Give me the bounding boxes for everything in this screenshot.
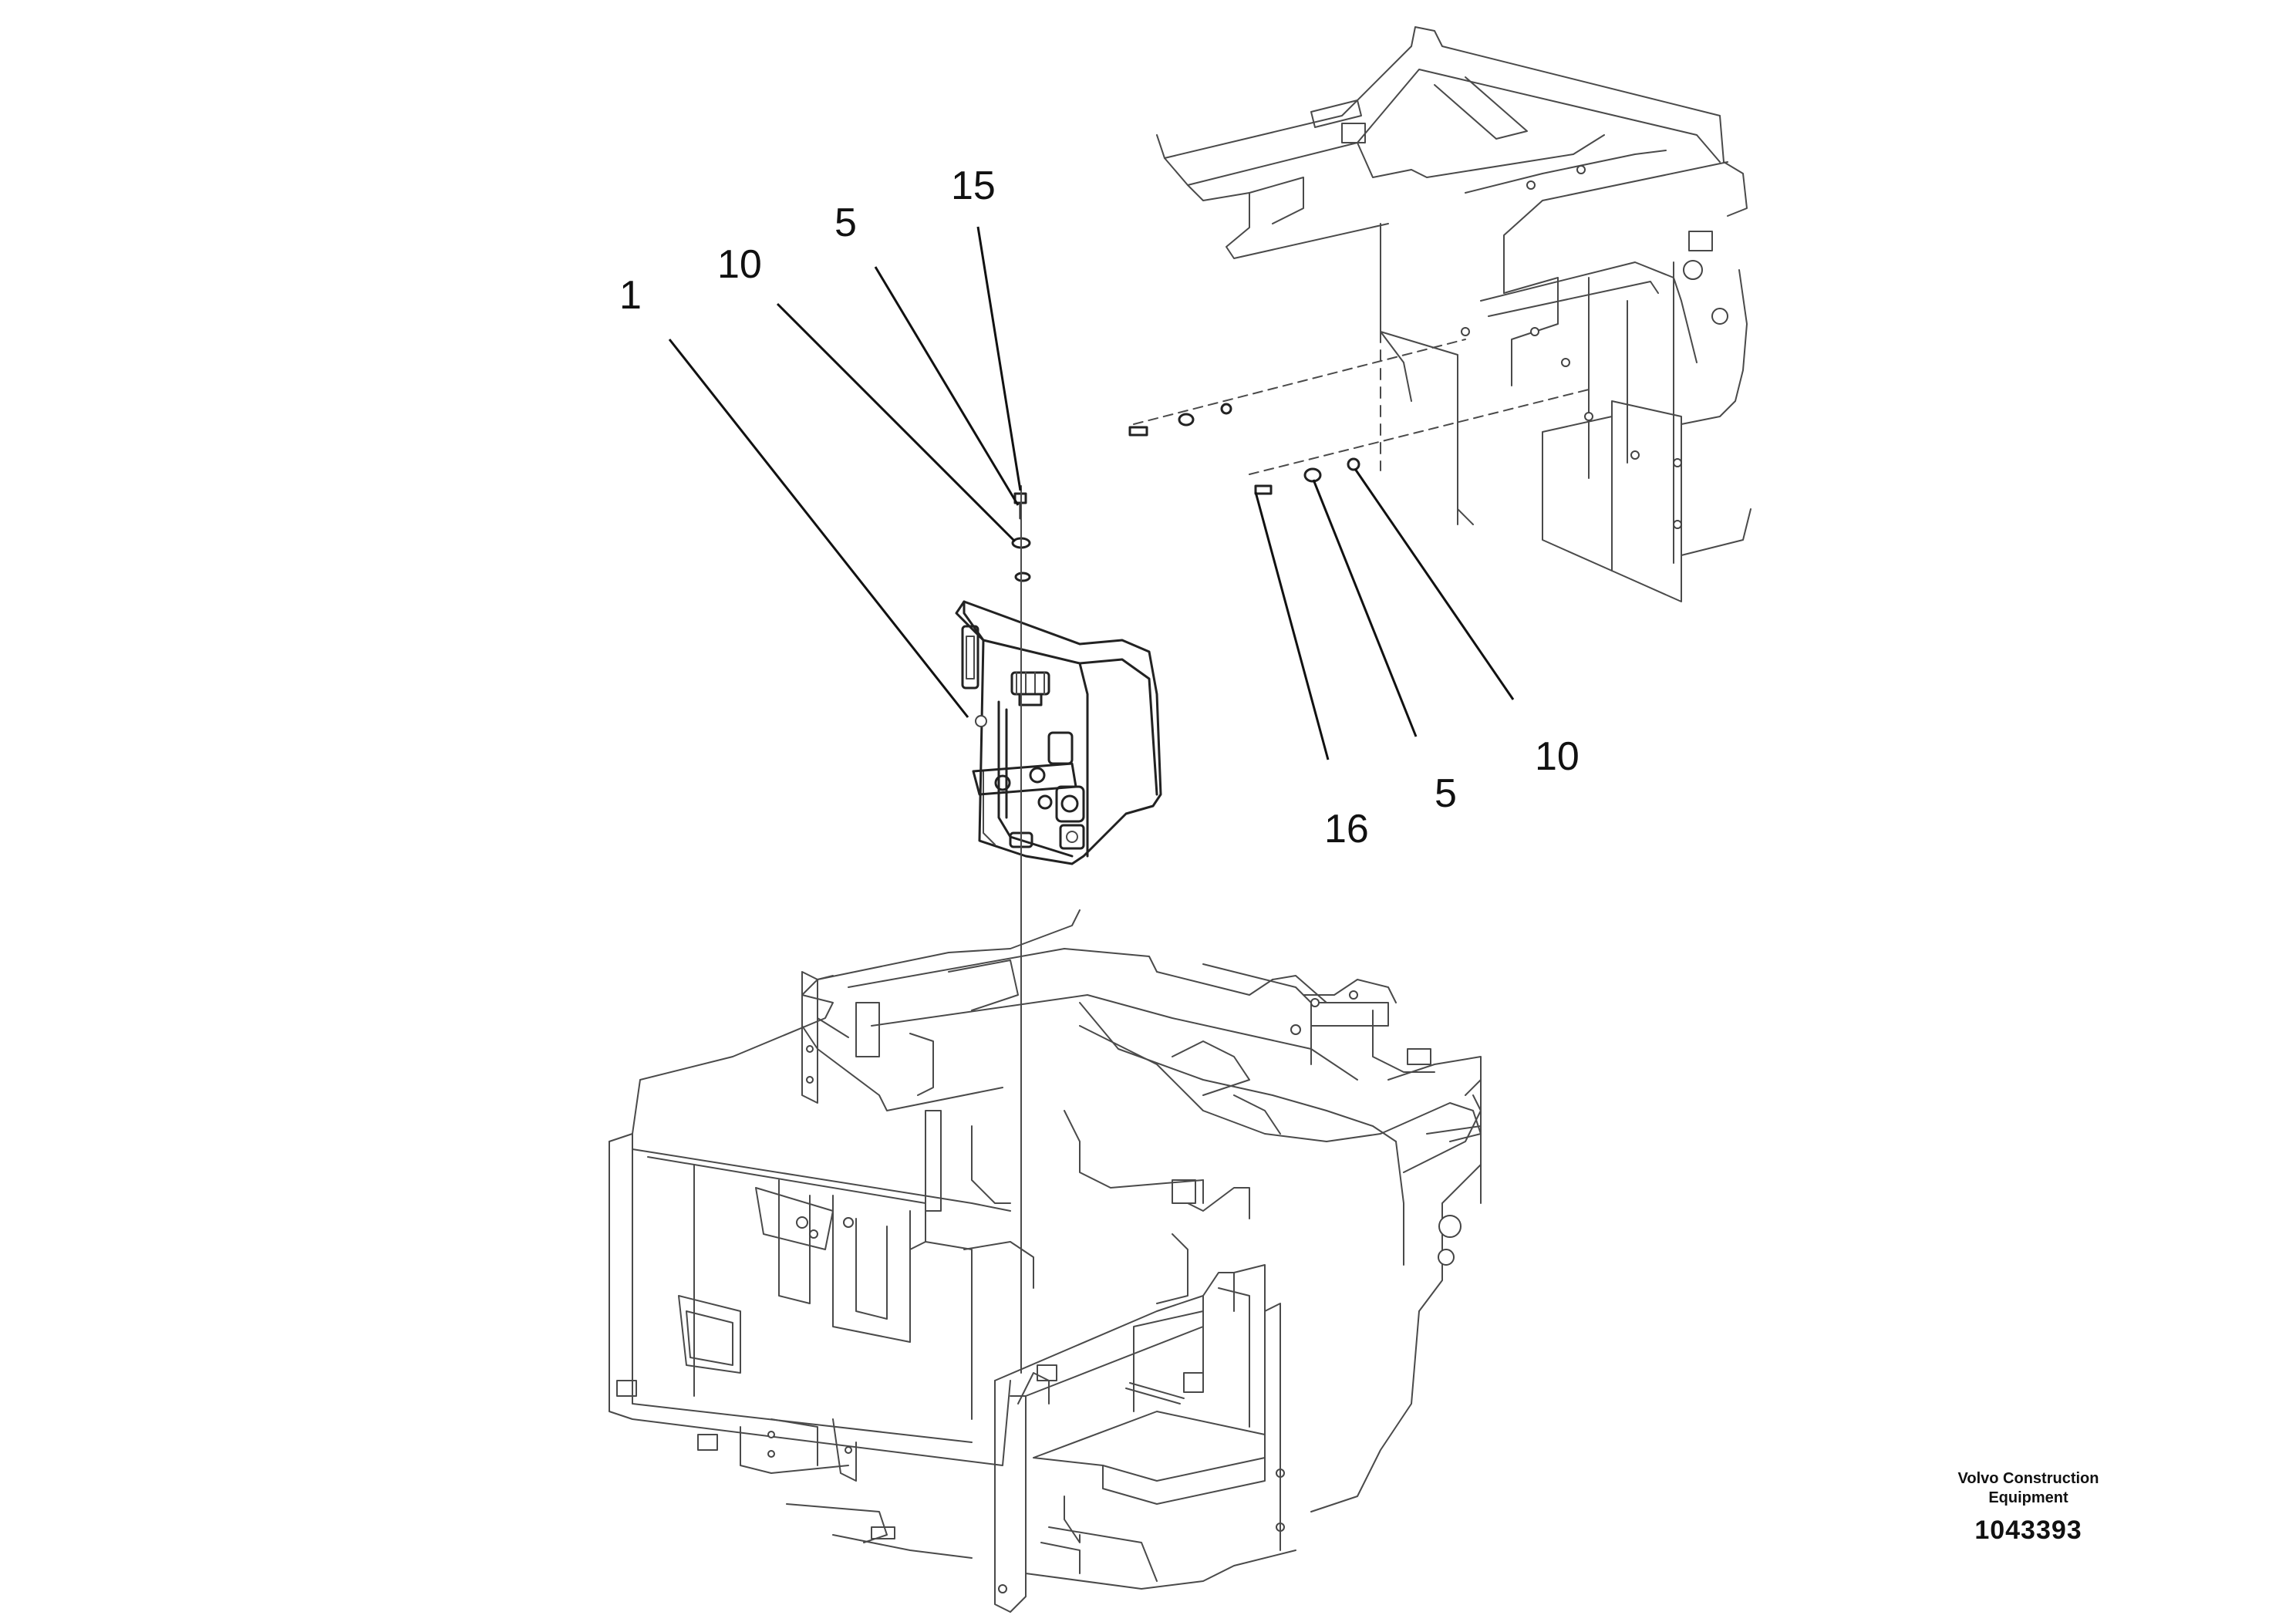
upper-frame: [1128, 26, 1752, 602]
hydraulic-tank: [955, 600, 1162, 865]
callout-10-tank: 10: [717, 242, 762, 287]
callout-15: 15: [951, 164, 996, 208]
breather-cap: [1010, 671, 1050, 706]
callout-5-frame: 5: [1435, 771, 1457, 816]
filter-fittings: [1037, 731, 1085, 850]
drawing-number: 1043393: [1974, 1516, 2082, 1545]
callout-16: 16: [1324, 807, 1369, 851]
leader-lines: [668, 226, 1515, 760]
callout-5-tank: 5: [834, 201, 857, 245]
bolt-upper-row: [1128, 403, 1232, 437]
brand-line-1: Volvo Construction: [1957, 1470, 2099, 1487]
callout-10-frame: 10: [1535, 734, 1580, 779]
callout-1: 1: [619, 273, 642, 318]
callout-labels: 1 10 5 15 16 5 10: [619, 164, 1580, 851]
brand-line-2: Equipment: [1988, 1489, 2068, 1506]
bolt-lower-row: [1254, 457, 1360, 495]
lower-frame: [609, 909, 1482, 1613]
publisher-caption: Volvo Construction Equipment 1043393: [1905, 1469, 2152, 1546]
